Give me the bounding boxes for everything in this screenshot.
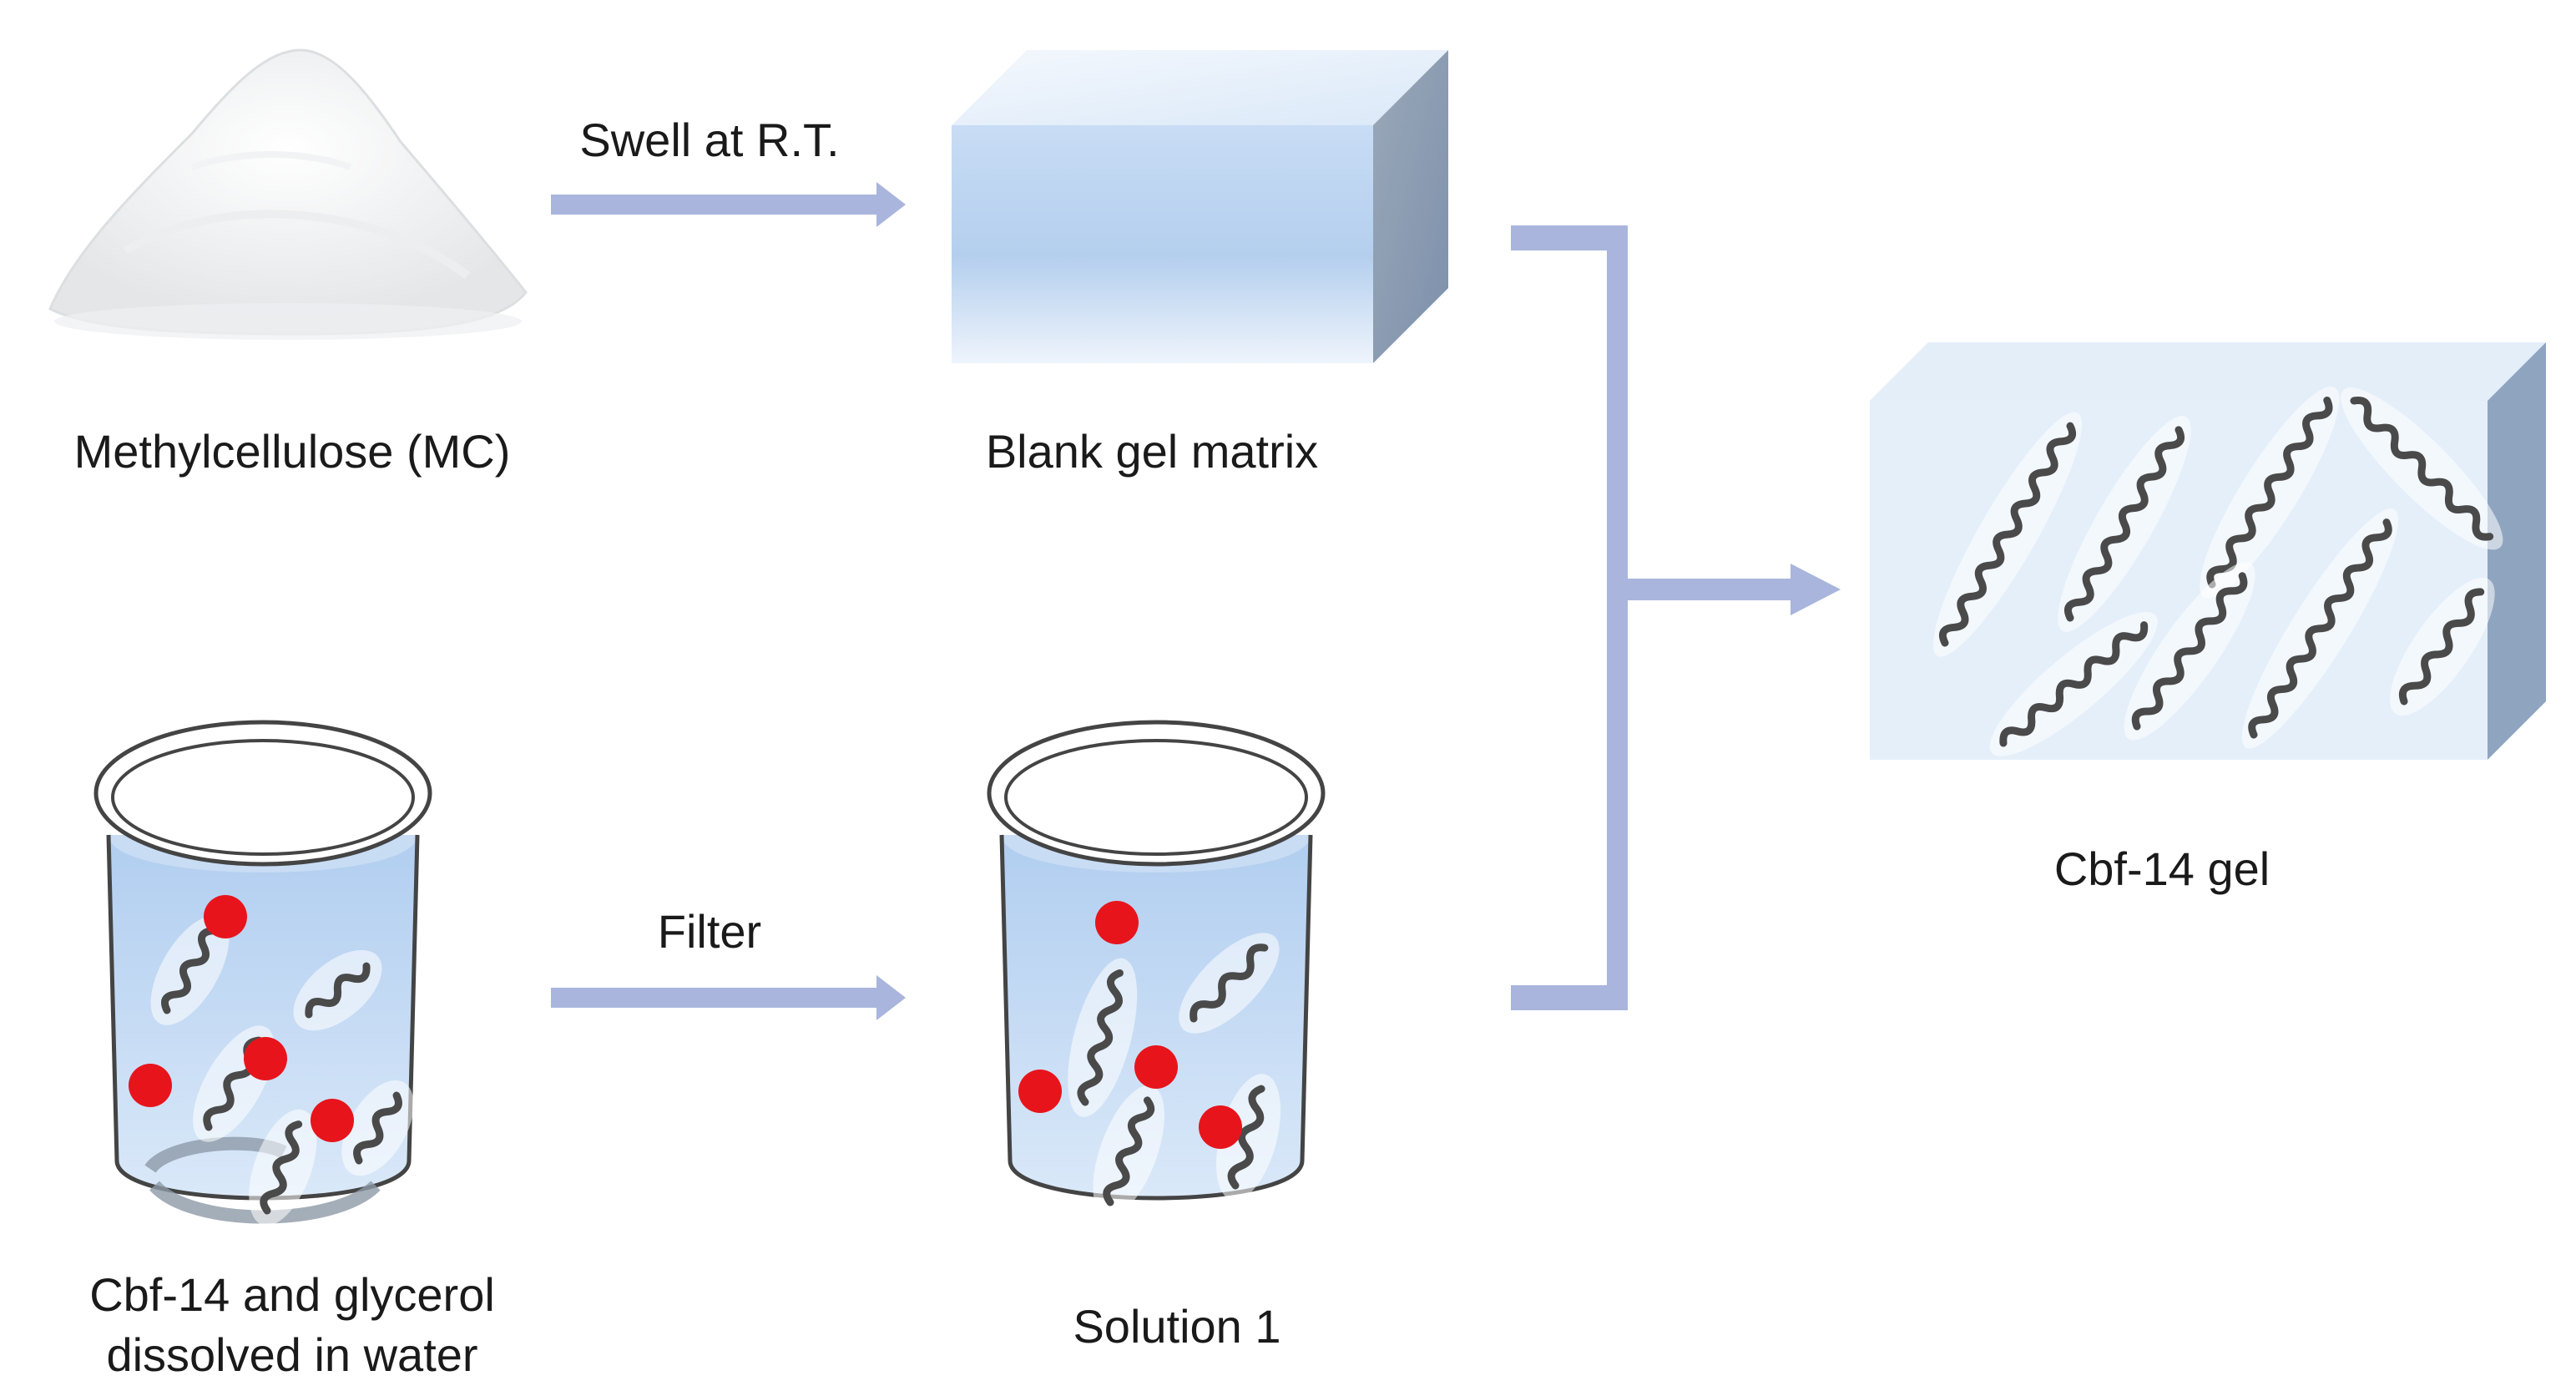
cbf-glycerol-line2: dissolved in water bbox=[106, 1328, 478, 1381]
peptide-helix-icon bbox=[1093, 1085, 1164, 1217]
red-dot bbox=[244, 1037, 287, 1080]
peptide-helix-icon bbox=[1989, 611, 2158, 756]
peptide-helix-icon bbox=[1179, 933, 1280, 1034]
solution1-label: Solution 1 bbox=[1073, 1300, 1281, 1353]
gel-block-icon bbox=[952, 50, 1448, 363]
cbf-glycerol-line1: Cbf-14 and glycerol bbox=[89, 1268, 495, 1321]
red-dot bbox=[1199, 1105, 1242, 1149]
cbf-gel-block-icon bbox=[1870, 342, 2546, 760]
peptide-helix-icon bbox=[249, 1109, 317, 1226]
swell-label: Swell at R.T. bbox=[579, 114, 840, 166]
peptide-helix-icon bbox=[1932, 412, 2083, 657]
red-dot bbox=[311, 1099, 354, 1142]
beaker-icon bbox=[987, 720, 1326, 1217]
peptide-helix-icon bbox=[2200, 386, 2340, 599]
red-dot bbox=[129, 1064, 172, 1107]
red-dot bbox=[1018, 1070, 1062, 1113]
red-dot bbox=[1134, 1045, 1178, 1089]
peptide-helix-icon bbox=[150, 915, 230, 1025]
cbf-gel-label: Cbf-14 gel bbox=[2053, 842, 2270, 895]
peptide-helix-icon bbox=[2241, 508, 2399, 749]
peptide-helix-icon bbox=[2124, 562, 2255, 741]
merge-bracket bbox=[1511, 225, 1841, 1010]
beaker-icon bbox=[93, 720, 432, 1226]
blank-gel-label: Blank gel matrix bbox=[985, 425, 1319, 478]
peptide-helix-icon bbox=[1068, 958, 1138, 1117]
red-dot bbox=[204, 895, 247, 938]
peptide-helix-icon bbox=[1215, 1074, 1281, 1201]
filter-label: Filter bbox=[657, 905, 762, 958]
mc-label: Methylcellulose (MC) bbox=[73, 425, 511, 478]
powder-pile-icon bbox=[48, 48, 528, 340]
cbf-glycerol-label: Cbf-14 and glycerol dissolved in water bbox=[33, 1265, 551, 1384]
red-dot bbox=[1095, 901, 1139, 944]
peptide-helix-icon bbox=[2058, 416, 2191, 632]
filter-arrow bbox=[551, 975, 906, 1020]
peptide-helix-icon bbox=[341, 1080, 414, 1176]
peptide-helix-icon bbox=[2341, 387, 2503, 550]
peptide-helix-icon bbox=[293, 949, 382, 1031]
swell-arrow bbox=[551, 182, 906, 227]
peptide-helix-icon bbox=[2390, 577, 2495, 716]
